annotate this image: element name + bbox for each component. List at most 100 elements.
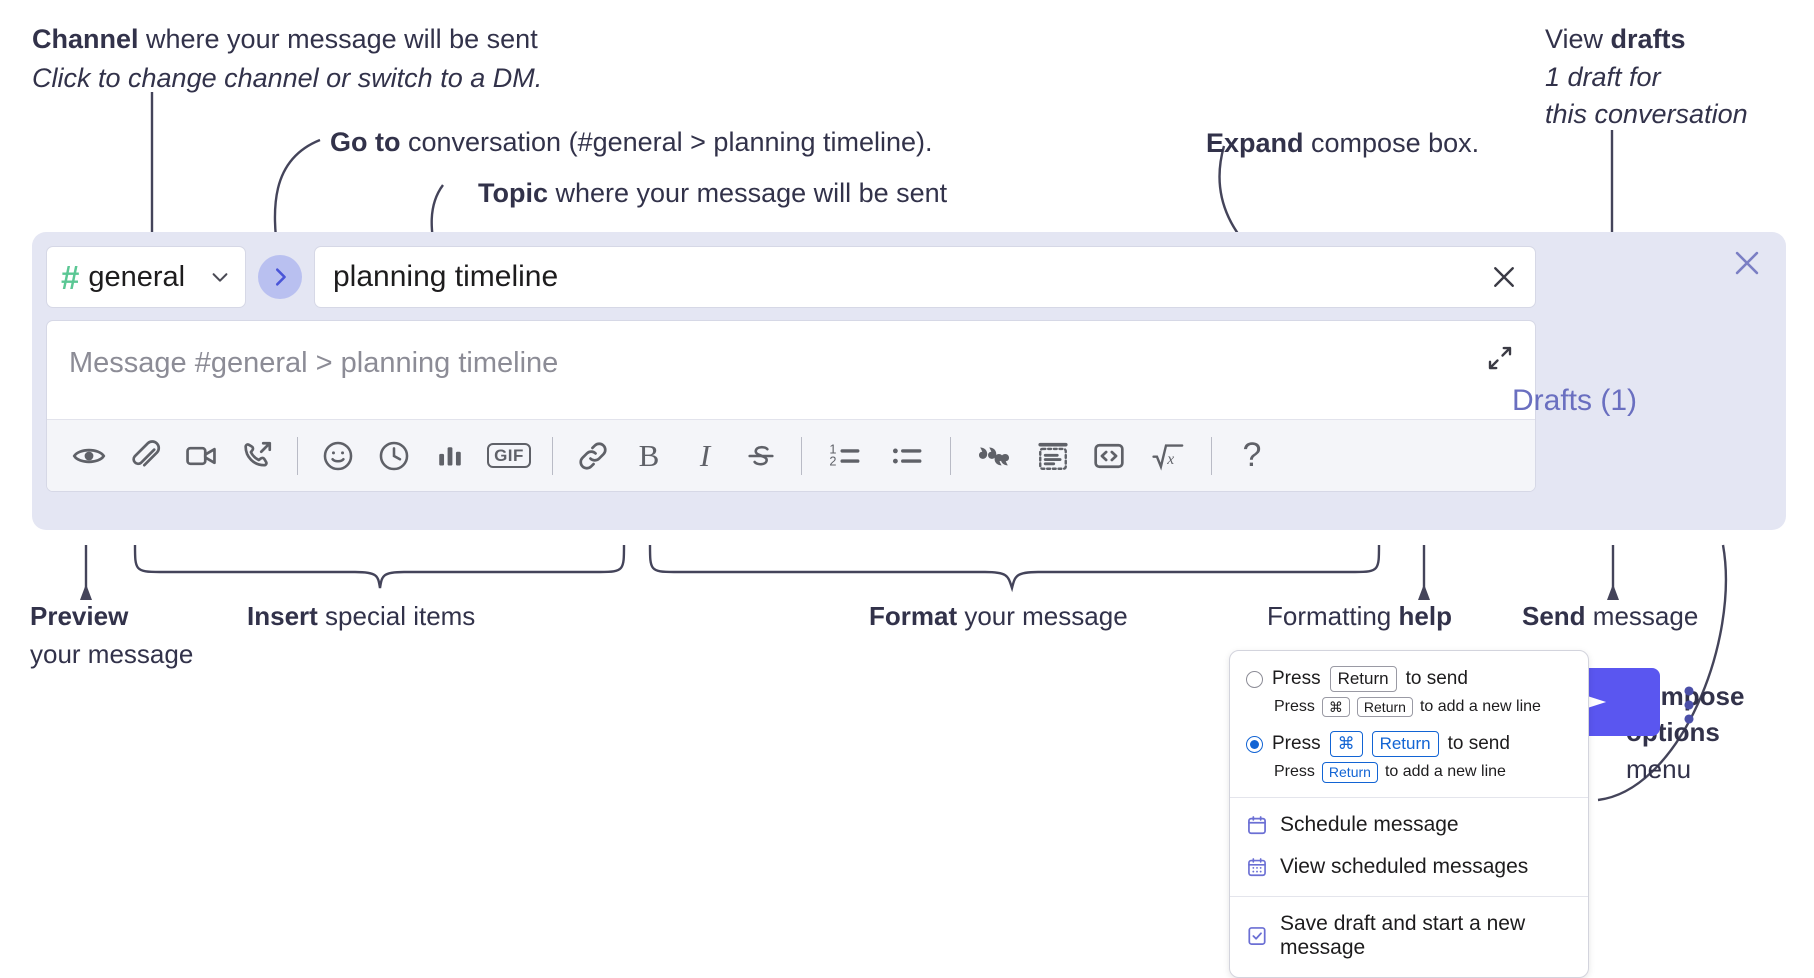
clock-icon [379,441,409,470]
close-compose-button[interactable] [1730,246,1764,280]
annotation-drafts-bold: drafts [1610,24,1686,54]
message-placeholder: Message #general > planning timeline [69,347,559,379]
send-behaviour-section: Press Return to send Press ⌘ Return to a… [1230,651,1588,797]
annotation-drafts-italic1: 1 draft for [1545,61,1661,92]
formatting-toolbar: GIF B I [47,419,1535,491]
calendar-grid-icon [1246,856,1268,878]
annotation-topic: Topic where your message will be sent [478,176,947,211]
option1-press: Press [1272,668,1321,690]
inline-code-button[interactable] [1081,428,1137,484]
annotation-send: Send message [1522,600,1698,633]
hash-icon: # [61,258,80,296]
message-input-area[interactable]: Message #general > planning timeline [46,320,1536,492]
chevron-right-icon [269,266,291,288]
video-camera-icon [186,446,216,465]
bold-button[interactable]: B [621,428,677,484]
annotation-drafts-lead: View [1545,24,1611,54]
option2-press: Press [1272,733,1321,755]
annotation-channel: Channel where your message will be sent … [32,22,542,95]
audio-clip-button[interactable] [229,428,285,484]
compose-main-column: # general planning timeline [46,246,1536,492]
option1-sub-press: Press [1274,698,1315,716]
compose-widget: # general planning timeline [32,232,1786,736]
schedule-clock-button[interactable] [366,428,422,484]
option2-sub-tail: to add a new line [1384,763,1506,781]
annotation-goto-rest: conversation (#general > planning timeli… [400,127,933,157]
kebab-menu-icon [1682,684,1696,726]
annotation-expand-bold: Expand [1206,128,1304,158]
italic-button[interactable]: I [677,428,733,484]
strikethrough-button[interactable] [733,428,789,484]
toolbar-divider [1211,436,1212,475]
annotation-drafts: View drafts 1 draft for this conversatio… [1545,22,1748,132]
option2-key-return: Return [1371,731,1439,758]
math-button[interactable]: x [1137,428,1199,484]
radio-selected-icon[interactable] [1246,735,1263,753]
annotation-insert-bold: Insert [247,601,318,631]
attach-file-button[interactable] [117,428,173,484]
channel-selector[interactable]: # general [46,246,246,308]
svg-text:2: 2 [829,453,836,468]
annotation-compose-options-rest: menu [1626,753,1692,784]
preview-button[interactable] [61,428,117,484]
code-block-button[interactable] [1025,428,1081,484]
topic-input[interactable]: planning timeline [314,246,1536,308]
menu-item-label: View scheduled messages [1280,854,1529,878]
menu-item-save-draft[interactable]: Save draft and start a new message [1230,903,1588,969]
poll-button[interactable] [422,428,478,484]
annotation-topic-rest: where your message will be sent [548,178,948,208]
goto-conversation-button[interactable] [258,255,302,299]
link-icon [579,441,607,470]
preview-icon [72,448,106,463]
annotation-format-bold: Format [869,601,958,631]
compose-options-button[interactable] [1682,684,1696,726]
calendar-schedule-icon [1246,814,1268,836]
help-icon: ? [1242,436,1262,474]
ordered-list-button[interactable]: 1 2 [814,428,876,484]
toolbar-divider [297,436,298,475]
annotation-insert: Insert special items [247,600,475,633]
toolbar-divider [801,436,802,475]
menu-divider [1230,895,1588,897]
math-icon: x [1152,443,1184,471]
link-button[interactable] [565,428,621,484]
audio-call-icon [244,441,272,467]
topic-value: planning timeline [333,260,559,293]
send-option-return-hint: Press ⌘ Return to add a new line [1230,694,1588,720]
toolbar-divider [552,436,553,475]
option1-sub-tail: to add a new line [1419,698,1541,716]
bold-icon: B [638,437,660,473]
screenshot-stage: Channel where your message will be sent … [30,22,1786,978]
blockquote-button[interactable] [963,428,1025,484]
blockquote-icon [978,447,1010,465]
annotation-expand-rest: compose box. [1303,128,1480,158]
radio-unselected-icon[interactable] [1246,670,1263,688]
annotation-help: Formatting help [1267,600,1452,633]
menu-item-schedule-message[interactable]: Schedule message [1230,804,1588,846]
annotation-format-rest: your message [957,601,1128,631]
attachment-icon [132,439,161,467]
send-option-cmd-return-hint: Press Return to add a new line [1230,759,1588,785]
menu-item-label: Save draft and start a new message [1280,911,1526,959]
svg-text:1: 1 [829,441,836,456]
send-option-cmd-return[interactable]: Press ⌘ Return to send [1230,729,1588,759]
annotation-send-rest: message [1585,601,1699,631]
annotation-expand: Expand compose box. [1206,126,1479,161]
bulleted-list-button[interactable] [876,428,938,484]
draft-section: Save draft and start a new message [1230,897,1588,977]
expand-compose-button[interactable] [1485,343,1515,373]
send-option-return[interactable]: Press Return to send [1230,664,1588,694]
drafts-link[interactable]: Drafts (1) [1512,384,1638,417]
emoji-icon [323,441,353,470]
menu-item-view-scheduled-messages[interactable]: View scheduled messages [1230,846,1588,888]
menu-item-label: Schedule message [1280,812,1459,836]
inline-code-icon [1094,443,1124,468]
formatting-help-button[interactable]: ? [1224,428,1280,484]
annotation-preview-bold: Preview [30,601,129,631]
video-clip-button[interactable] [173,428,229,484]
clear-topic-button[interactable] [1489,262,1519,292]
emoji-button[interactable] [310,428,366,484]
annotation-channel-rest: where your message will be sent [138,24,538,54]
gif-icon: GIF [487,443,531,468]
gif-button[interactable]: GIF [478,428,540,484]
